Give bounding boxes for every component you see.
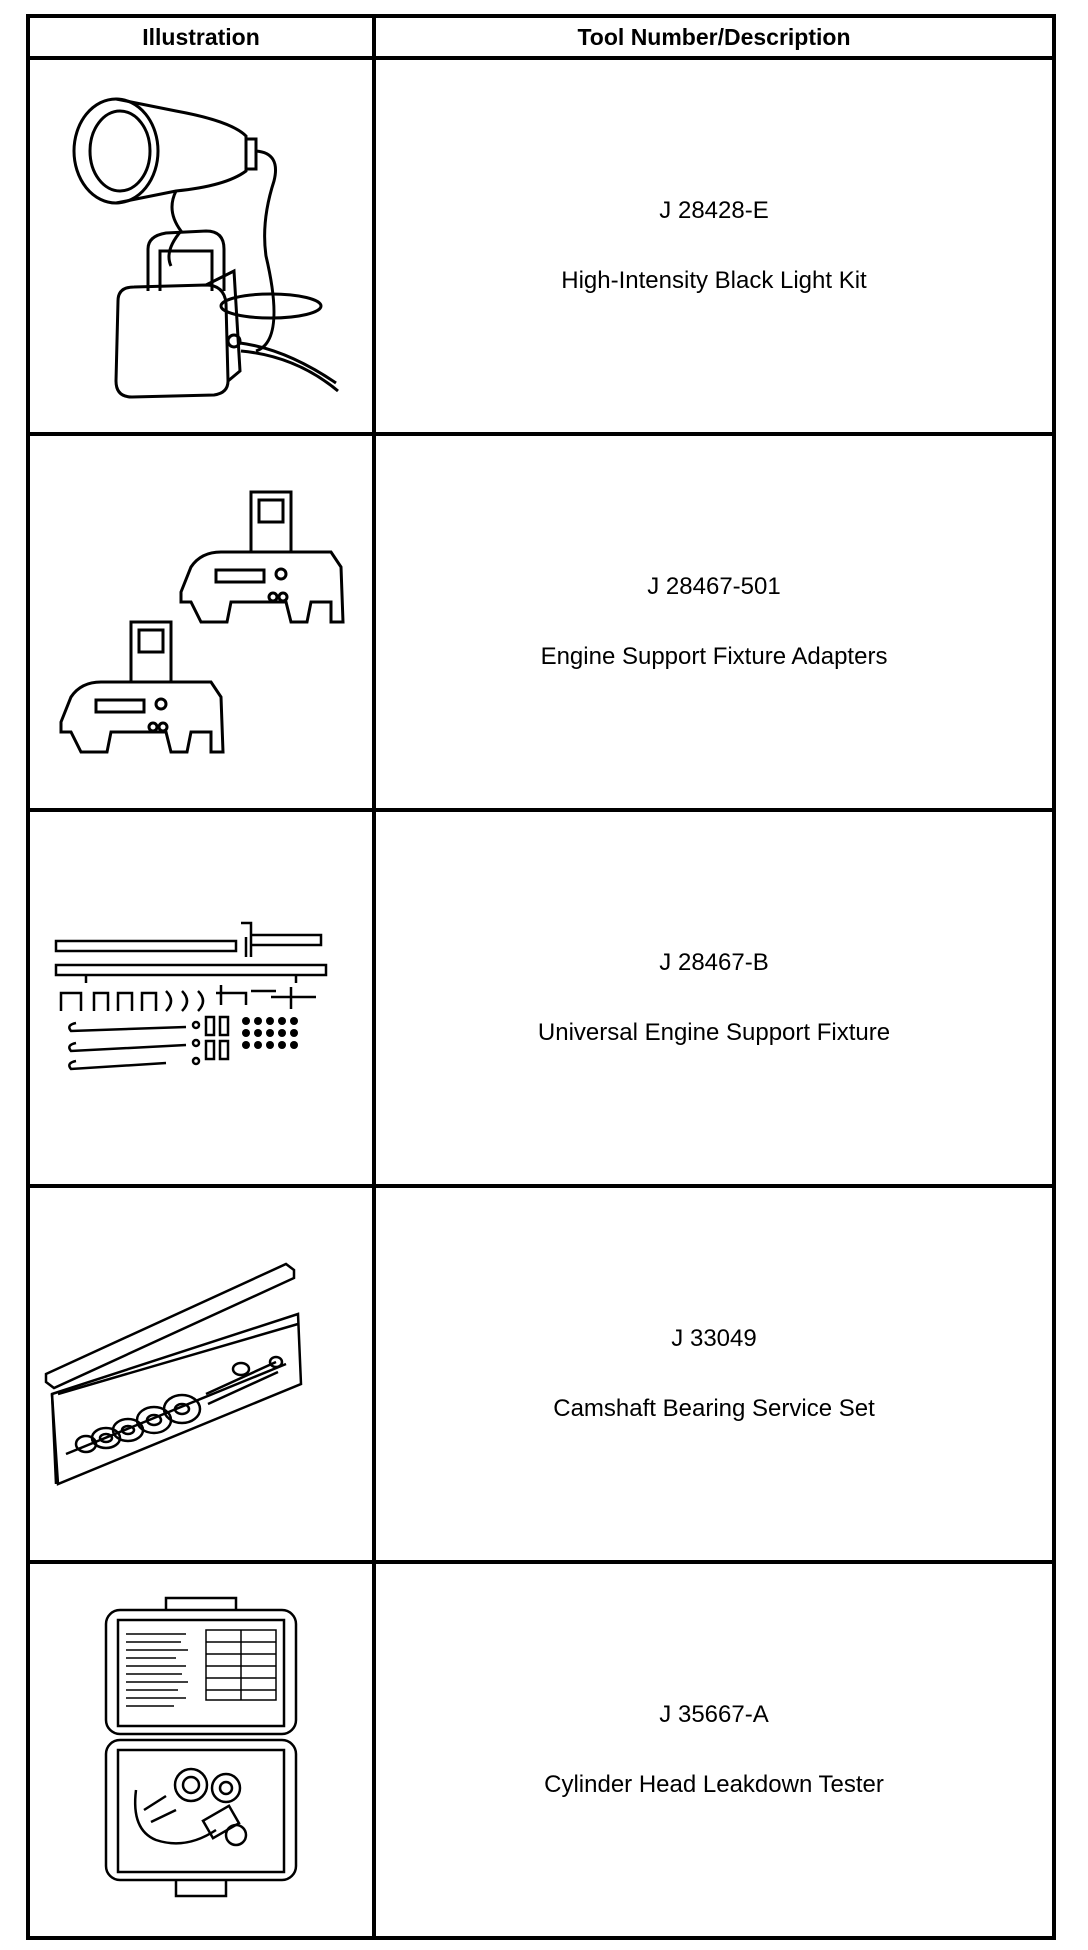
tool-number: J 28428-E bbox=[659, 197, 769, 224]
tool-number: J 33049 bbox=[671, 1325, 757, 1352]
camshaft-bearing-set-icon bbox=[44, 1262, 303, 1486]
tool-cell: J 28467-501 Engine Support Fixture Adapt… bbox=[372, 432, 1056, 812]
leakdown-tester-icon bbox=[104, 1596, 298, 1898]
table-row: J 28467-501 Engine Support Fixture Adapt… bbox=[26, 432, 1056, 812]
table-row: J 28428-E High-Intensity Black Light Kit bbox=[26, 56, 1056, 436]
support-fixture-icon bbox=[54, 921, 328, 1071]
illustration-cell bbox=[26, 808, 376, 1188]
tool-cell: J 28428-E High-Intensity Black Light Kit bbox=[372, 56, 1056, 436]
tool-description: Engine Support Fixture Adapters bbox=[540, 643, 888, 670]
header-illustration: Illustration bbox=[26, 14, 376, 60]
illustration-cell bbox=[26, 432, 376, 812]
tool-number: J 28467-B bbox=[659, 949, 769, 976]
table-row: J 28467-B Universal Engine Support Fixtu… bbox=[26, 808, 1056, 1188]
fixture-adapters-icon bbox=[59, 490, 345, 754]
tool-cell: J 28467-B Universal Engine Support Fixtu… bbox=[372, 808, 1056, 1188]
tool-number: J 28467-501 bbox=[647, 573, 781, 600]
illustration-cell bbox=[26, 1184, 376, 1564]
tool-cell: J 35667-A Cylinder Head Leakdown Tester bbox=[372, 1560, 1056, 1940]
header-tool: Tool Number/Description bbox=[372, 14, 1056, 60]
header-row: Illustration Tool Number/Description bbox=[26, 14, 1056, 60]
tool-number: J 35667-A bbox=[659, 1701, 769, 1728]
tool-description: Cylinder Head Leakdown Tester bbox=[544, 1771, 884, 1798]
tools-table: Illustration Tool Number/Description bbox=[26, 14, 1056, 1940]
tool-description: Universal Engine Support Fixture bbox=[537, 1019, 891, 1046]
black-light-kit-icon bbox=[72, 97, 339, 399]
illustration-cell bbox=[26, 56, 376, 436]
table-row: J 33049 Camshaft Bearing Service Set bbox=[26, 1184, 1056, 1564]
tool-cell: J 33049 Camshaft Bearing Service Set bbox=[372, 1184, 1056, 1564]
tool-description: High-Intensity Black Light Kit bbox=[561, 267, 867, 294]
table-row: J 35667-A Cylinder Head Leakdown Tester bbox=[26, 1560, 1056, 1940]
tool-description: Camshaft Bearing Service Set bbox=[553, 1395, 875, 1422]
illustration-cell bbox=[26, 1560, 376, 1940]
